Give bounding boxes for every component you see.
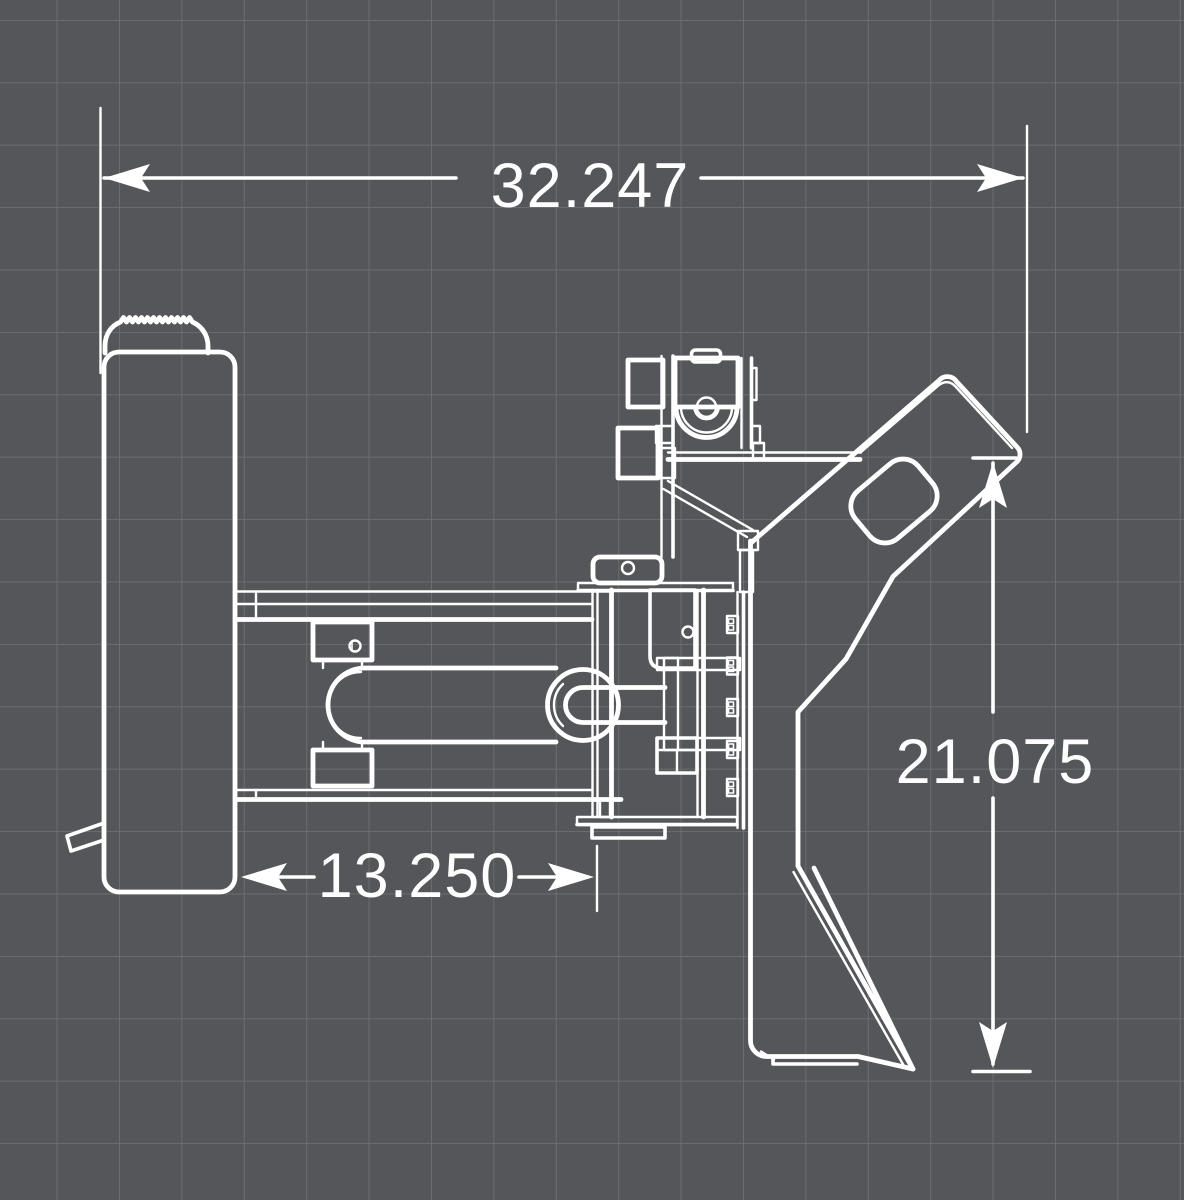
dimension-frame-offset: 13.250 <box>241 841 599 913</box>
flange-tab <box>598 798 612 819</box>
piston-rod <box>563 685 668 725</box>
diagonal-brace-line1 <box>666 479 755 532</box>
skid-foot-tab <box>759 1050 776 1061</box>
heel-blade <box>795 863 916 1072</box>
brace-end-post <box>738 548 755 594</box>
drum-serrated-cap <box>102 315 211 356</box>
mast-column <box>575 554 746 840</box>
arrowhead-left <box>241 863 287 891</box>
arrowhead-right <box>977 164 1023 192</box>
drum-mount-tab <box>65 821 106 853</box>
dimension-overall-width: 32.247 <box>99 106 1029 434</box>
bearing-hub-upper <box>695 396 718 409</box>
gusset-bolt <box>681 625 695 639</box>
drum-body <box>101 349 238 895</box>
plate-height-label: 21.075 <box>896 727 1095 797</box>
lower-clamp-bracket <box>310 747 375 789</box>
lower-cross-bar <box>655 736 742 752</box>
foot-plate <box>590 825 667 840</box>
bearing-saddle-outer <box>673 404 740 440</box>
arrowhead-left <box>104 164 150 192</box>
plate-handle-slot <box>848 456 940 546</box>
overall-width-label: 32.247 <box>491 151 690 221</box>
hydraulic-cylinder <box>310 619 680 789</box>
quick-attach-plate <box>748 374 1023 1072</box>
arrowhead-right <box>548 863 594 891</box>
top-linkage <box>615 348 863 594</box>
top-plate-joint <box>658 446 677 480</box>
valve-block-upper <box>625 357 666 410</box>
motor-body <box>672 355 741 410</box>
frame-offset-label: 13.250 <box>318 841 517 911</box>
dimension-plate-height: 21.075 <box>896 456 1095 1074</box>
plate-front-and-bottom-edge <box>748 538 916 1072</box>
frame-arms <box>234 590 624 802</box>
arrowhead-top <box>979 462 1007 508</box>
lower-gusset-step <box>675 748 699 775</box>
rod-end-inner-arc <box>552 682 565 728</box>
top-bracket <box>590 554 665 586</box>
lower-clamp-neck <box>321 740 364 752</box>
roller-drum <box>65 315 238 895</box>
right-post-tab <box>750 366 758 402</box>
barrel-end-inner-arc <box>326 670 363 740</box>
upper-clamp-bracket <box>310 619 375 663</box>
arrowhead-bottom <box>979 1022 1007 1068</box>
plate-top-and-back-edge <box>749 374 1023 869</box>
valve-block-lower <box>615 425 661 481</box>
heel-blade-inner-line <box>792 870 906 1068</box>
bearing-hub-lower <box>693 404 720 421</box>
left-post-joint <box>654 424 675 445</box>
rod-end-eye <box>545 667 621 743</box>
diagonal-brace-line2 <box>662 487 749 539</box>
top-bracket-bolt <box>620 560 636 576</box>
upper-cross-bar <box>655 656 742 672</box>
plate-top-inner-line <box>859 380 1014 454</box>
bearing-saddle-inner <box>679 405 734 434</box>
clamp-screw <box>348 639 362 653</box>
